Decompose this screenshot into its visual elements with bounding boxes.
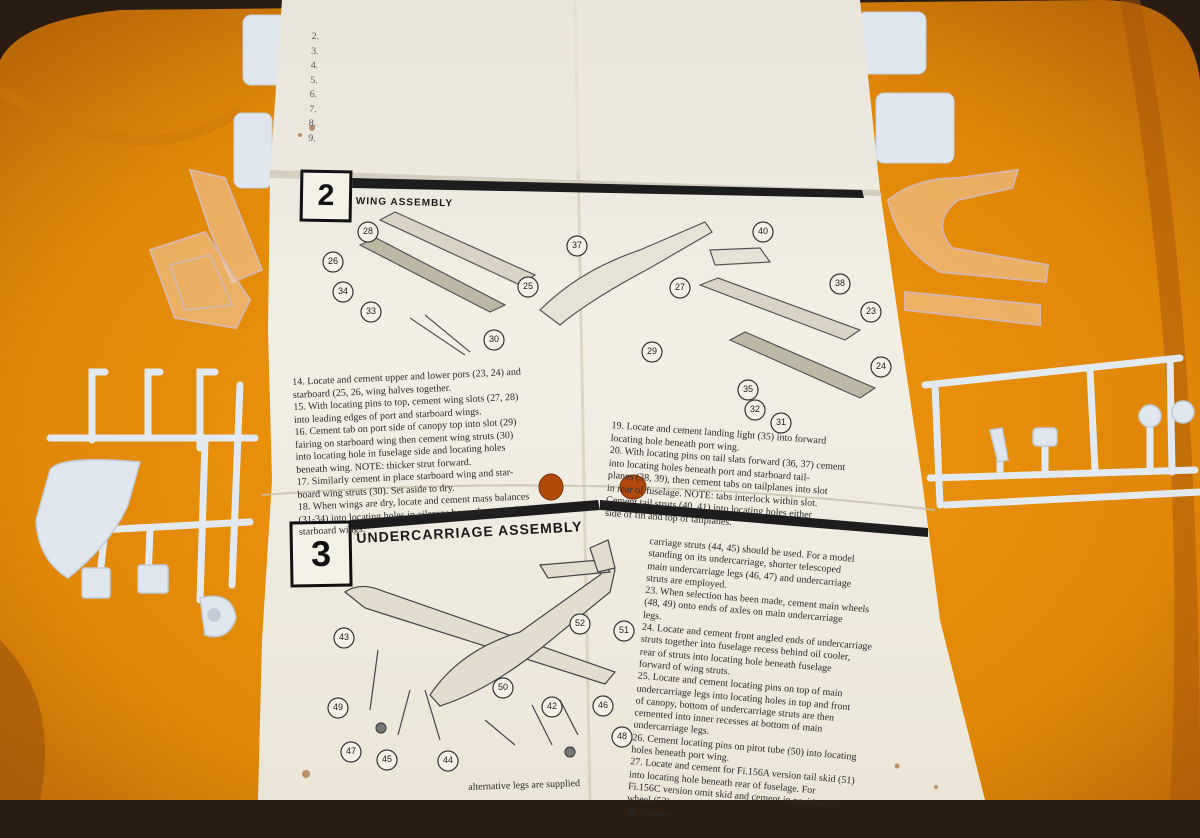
instruction-line: 3.	[311, 45, 319, 57]
callout-number: 49	[332, 702, 343, 712]
callout-number: 35	[742, 384, 753, 394]
header-bars	[350, 178, 928, 537]
instruction-line: 6.	[309, 88, 318, 101]
callout-number: 51	[618, 625, 629, 635]
hole-punches	[538, 473, 647, 501]
callout-number: 26	[327, 256, 338, 266]
step-2-instructions-right: 19. Locate and cement landing light (35)…	[605, 420, 848, 537]
instruction-line: 2.	[311, 30, 320, 43]
callout-number: 46	[597, 700, 608, 710]
callout-number: 23	[865, 306, 876, 316]
callout-number: 50	[497, 682, 508, 692]
callout-number: 40	[757, 226, 768, 236]
callout-number: 33	[365, 306, 376, 316]
callout-number: 25	[522, 281, 533, 291]
clear-canopy-parts	[148, 168, 264, 330]
step3-aircraft-drawing	[343, 539, 617, 758]
callout-number: 44	[442, 755, 453, 765]
right-sprue	[921, 354, 1200, 509]
paper-stains	[298, 125, 938, 789]
step2-callout-circles	[322, 221, 892, 434]
photo-scene: 2 WING ASSEMBLY 3 UNDERCARRIAGE ASSEMBLY…	[0, 0, 1200, 820]
callout-number: 29	[646, 346, 657, 356]
step2-wing-drawing	[358, 211, 877, 399]
left-sprue-parts	[35, 459, 237, 638]
callout-number: 31	[775, 417, 786, 427]
callout-number: 45	[381, 754, 392, 764]
callout-number: 42	[546, 701, 557, 711]
callout-number: 43	[338, 632, 349, 642]
callout-number: 34	[337, 286, 348, 296]
callout-number: 30	[488, 334, 499, 344]
instruction-line: 7.	[309, 103, 317, 115]
callout-number: 28	[362, 226, 373, 236]
instruction-paper	[258, 0, 985, 800]
callout-number: 37	[571, 240, 582, 250]
callout-number: 32	[749, 404, 760, 414]
right-sprue-parts	[989, 400, 1195, 463]
callout-number: 27	[674, 282, 685, 292]
callout-number: 38	[834, 278, 845, 288]
step-3-instructions: carriage struts (44, 45) should be used.…	[625, 536, 880, 838]
callout-number: 52	[574, 618, 585, 628]
background-art	[0, 0, 1200, 800]
callout-number: 24	[875, 361, 886, 371]
step-2-title: WING ASSEMBLY	[355, 196, 454, 210]
instruction-line: 5.	[310, 74, 318, 86]
step-2-number-box: 2	[299, 169, 353, 223]
instruction-line: 9.	[308, 132, 316, 144]
instruction-line: 4.	[310, 59, 319, 72]
step-2-instructions-left: 14. Locate and cement upper and lower po…	[292, 366, 531, 539]
callout-number: 47	[345, 746, 356, 756]
instruction-line: 8.	[308, 117, 317, 130]
clear-undercarriage-part	[886, 168, 1050, 327]
step3-callout-circles	[327, 613, 635, 772]
callout-number: 48	[616, 731, 627, 741]
